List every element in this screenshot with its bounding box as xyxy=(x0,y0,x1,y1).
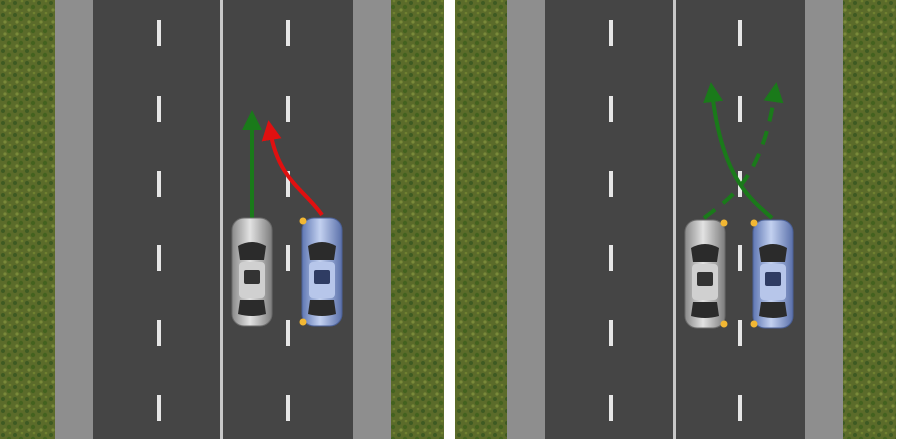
blinker-front-left xyxy=(300,218,307,225)
left-panel xyxy=(0,0,444,439)
center-line xyxy=(673,0,676,439)
shoulder-right xyxy=(353,0,391,439)
blue-car xyxy=(300,218,343,327)
grass-right xyxy=(843,0,896,439)
shoulder-right xyxy=(805,0,843,439)
grass-right xyxy=(391,0,444,439)
shoulder-left xyxy=(507,0,545,439)
grass-left xyxy=(455,0,507,439)
silver-car xyxy=(232,218,272,326)
blinker-rear-left xyxy=(751,321,758,328)
center-line xyxy=(220,0,223,439)
right-panel xyxy=(455,0,896,439)
grass-left xyxy=(0,0,55,439)
blinker-rear-right xyxy=(721,321,728,328)
blinker-front-right xyxy=(721,220,728,227)
silver-car xyxy=(685,220,728,329)
blinker-rear-left xyxy=(300,319,307,326)
blinker-front-left xyxy=(751,220,758,227)
shoulder-left xyxy=(55,0,93,439)
blue-car xyxy=(751,220,794,329)
